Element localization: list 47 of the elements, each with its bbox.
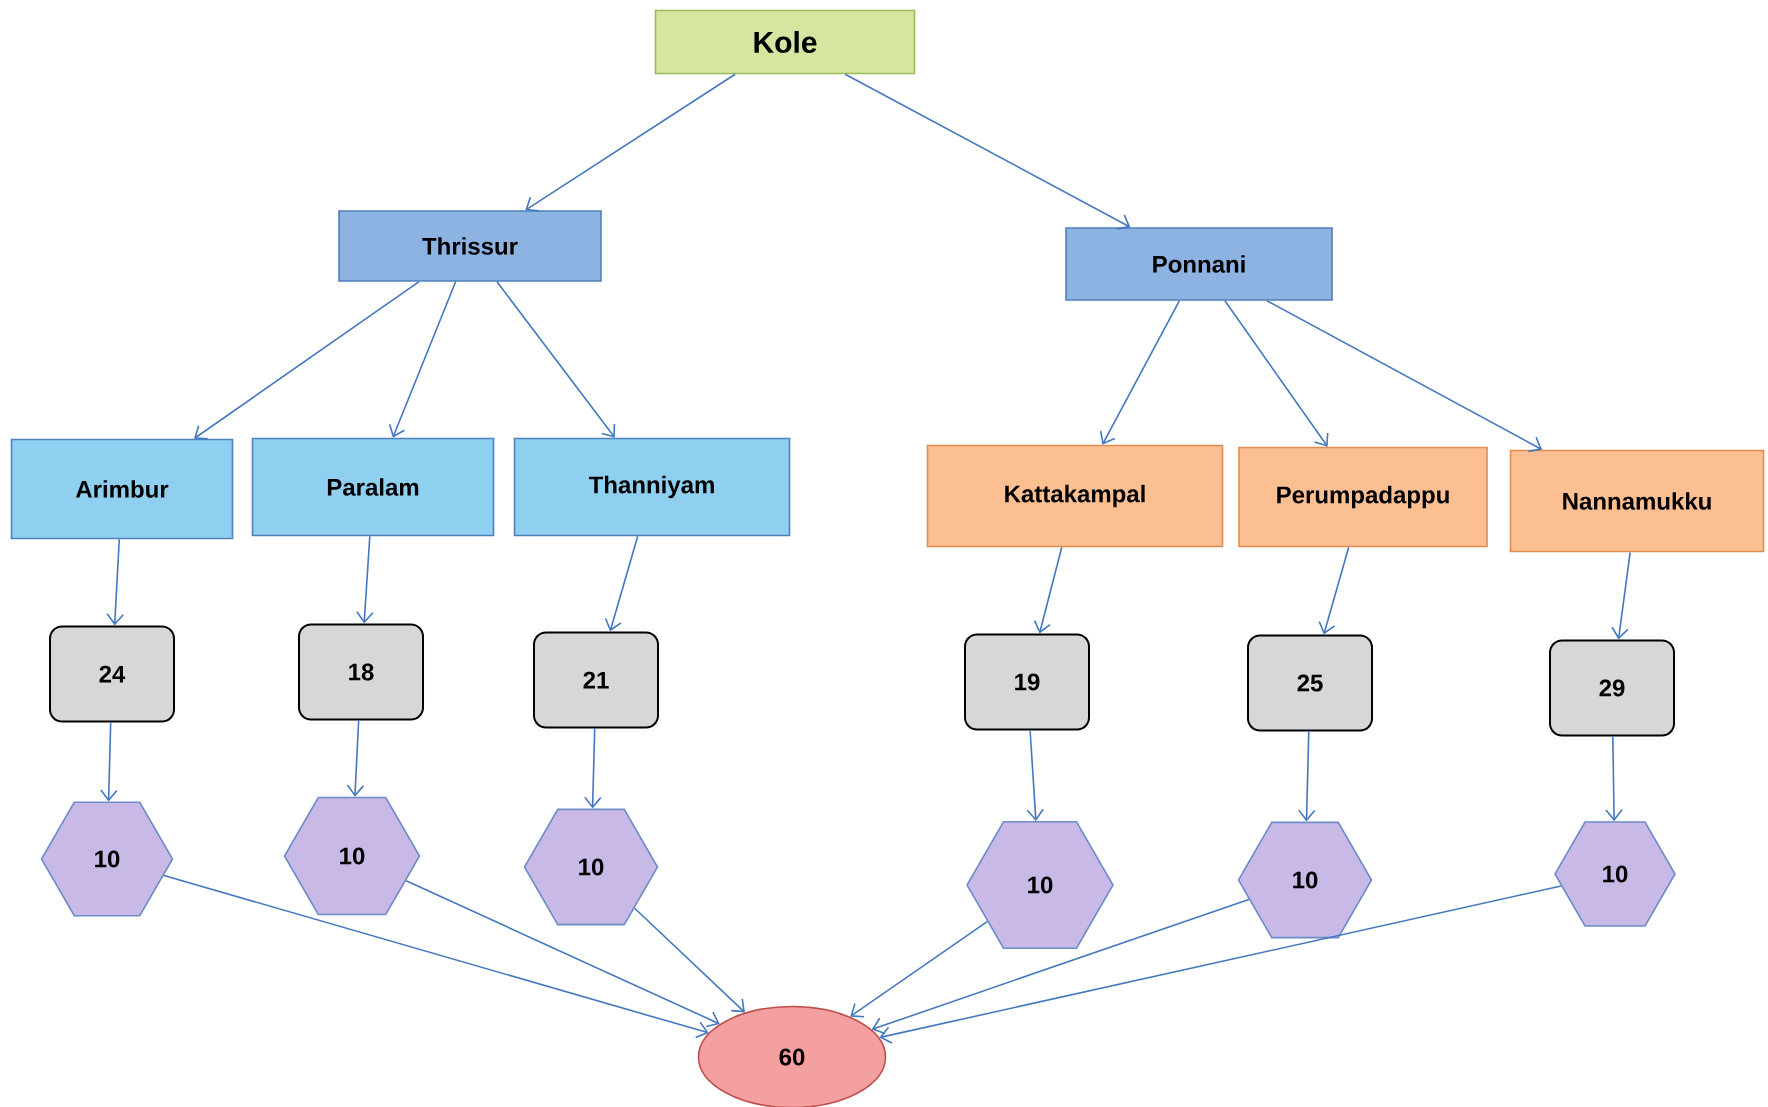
hexagon: 10 xyxy=(523,808,659,926)
arrow xyxy=(346,719,365,797)
count-box: 25 xyxy=(1247,634,1373,732)
arrow xyxy=(1605,735,1623,822)
arrow xyxy=(1266,300,1543,453)
site-box: Paralam xyxy=(251,437,495,537)
site-box: Kattakampal xyxy=(926,444,1224,548)
hexagon: 10 xyxy=(40,801,174,917)
hexagon: 10 xyxy=(1237,821,1373,939)
count-box: 21 xyxy=(533,631,659,729)
arrow xyxy=(1318,546,1350,635)
title-box: Kole xyxy=(654,9,916,75)
arrow xyxy=(496,281,616,438)
region-box: Thrissur xyxy=(338,210,602,282)
hexagon: 10 xyxy=(283,796,421,916)
count-box: 18 xyxy=(298,623,424,721)
region-box: Ponnani xyxy=(1065,227,1333,301)
site-box: Arimbur xyxy=(10,438,234,540)
arrow xyxy=(163,874,709,1039)
hexagon: 10 xyxy=(966,821,1114,949)
arrow xyxy=(194,281,420,440)
arrow xyxy=(1611,551,1631,640)
count-box: 19 xyxy=(964,633,1090,731)
arrow xyxy=(100,721,118,802)
arrow xyxy=(1224,300,1329,447)
hexagon: 10 xyxy=(1554,821,1676,927)
arrow xyxy=(1298,730,1316,822)
arrow xyxy=(525,73,736,212)
arrow xyxy=(604,535,639,632)
arrow xyxy=(879,885,1562,1044)
arrow xyxy=(106,538,124,626)
arrow xyxy=(633,907,745,1013)
count-box: 24 xyxy=(49,625,175,723)
arrow xyxy=(850,920,988,1018)
arrow xyxy=(1099,300,1181,445)
arrow xyxy=(356,535,374,624)
arrow xyxy=(388,281,457,438)
arrow xyxy=(405,879,720,1028)
site-box: Nannamukku xyxy=(1509,449,1765,553)
arrow xyxy=(871,898,1250,1035)
arrow xyxy=(1026,729,1044,821)
arrow xyxy=(844,73,1131,230)
arrow xyxy=(1033,546,1063,634)
site-box: Thanniyam xyxy=(513,437,791,537)
site-box: Perumpadappu xyxy=(1238,446,1488,548)
arrow xyxy=(584,727,602,809)
count-box: 29 xyxy=(1549,639,1675,737)
